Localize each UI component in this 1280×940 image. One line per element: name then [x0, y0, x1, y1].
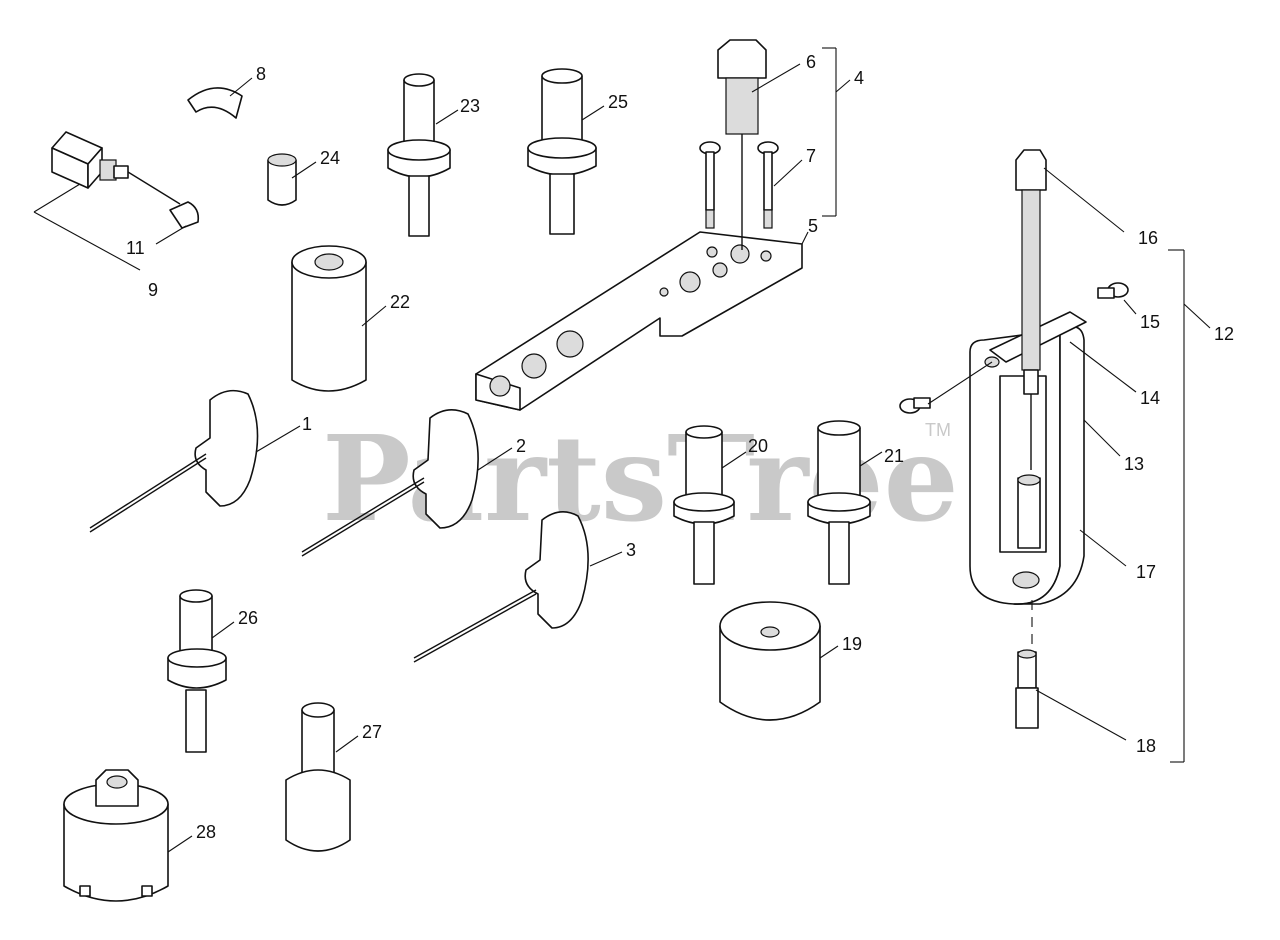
- callout-21: 21: [884, 446, 904, 466]
- callout-14: 14: [1140, 388, 1160, 408]
- part-25-driver[interactable]: [527, 68, 597, 235]
- callout-6: 6: [806, 52, 816, 72]
- part-20-driver[interactable]: [673, 425, 735, 585]
- callout-26: 26: [238, 608, 258, 628]
- part-9-adapter[interactable]: [51, 131, 181, 205]
- callout-11: 11: [126, 238, 145, 258]
- part-28-socket[interactable]: [63, 769, 169, 902]
- part-5-plate[interactable]: [475, 231, 803, 411]
- part-23-driver[interactable]: [387, 73, 451, 237]
- callout-7: 7: [806, 146, 816, 166]
- callout-12: 12: [1214, 324, 1234, 344]
- callout-18: 18: [1136, 736, 1156, 756]
- callout-24: 24: [320, 148, 340, 168]
- part-18-stud[interactable]: [1015, 649, 1039, 729]
- part-17-adapter[interactable]: [1017, 474, 1041, 549]
- callout-19: 19: [842, 634, 862, 654]
- callout-3: 3: [626, 540, 636, 560]
- callout-28: 28: [196, 822, 216, 842]
- callout-9: 9: [148, 280, 158, 300]
- part-24-bushing[interactable]: [267, 153, 297, 206]
- callout-15: 15: [1140, 312, 1160, 332]
- callout-22: 22: [390, 292, 410, 312]
- part-2-t-handle[interactable]: [301, 409, 479, 557]
- part-1-t-handle[interactable]: [89, 389, 259, 533]
- callout-labels: 1 2 3 4 5 6 7 8 9 11 12 13 14 15 16 17 1…: [126, 52, 1234, 842]
- callout-20: 20: [748, 436, 768, 456]
- watermark-trademark: TM: [925, 420, 951, 440]
- part-3-t-handle[interactable]: [413, 511, 589, 663]
- callout-4: 4: [854, 68, 864, 88]
- callout-25: 25: [608, 92, 628, 112]
- part-16-forcing-screw[interactable]: [1015, 149, 1047, 470]
- part-15-screw-right[interactable]: [1097, 282, 1129, 299]
- part-21-driver[interactable]: [807, 420, 871, 585]
- part-27-driver[interactable]: [285, 702, 351, 852]
- part-8-clip[interactable]: [187, 87, 243, 119]
- callout-17: 17: [1136, 562, 1156, 582]
- part-19-spacer[interactable]: [719, 601, 821, 721]
- callout-27: 27: [362, 722, 382, 742]
- leader-lines: [33, 47, 1211, 853]
- part-6-bolt[interactable]: [717, 39, 767, 250]
- callout-16: 16: [1138, 228, 1158, 248]
- part-7-screw-left[interactable]: [699, 141, 721, 229]
- callout-2: 2: [516, 436, 526, 456]
- callout-1: 1: [302, 414, 312, 434]
- callout-13: 13: [1124, 454, 1144, 474]
- callout-23: 23: [460, 96, 480, 116]
- part-15-screw-left[interactable]: [899, 397, 931, 414]
- callout-5: 5: [808, 216, 818, 236]
- part-7-screw-right[interactable]: [757, 141, 779, 229]
- part-11-cap[interactable]: [169, 201, 200, 229]
- part-22-sleeve[interactable]: [291, 245, 367, 392]
- callout-8: 8: [256, 64, 266, 84]
- part-26-driver[interactable]: [167, 589, 227, 753]
